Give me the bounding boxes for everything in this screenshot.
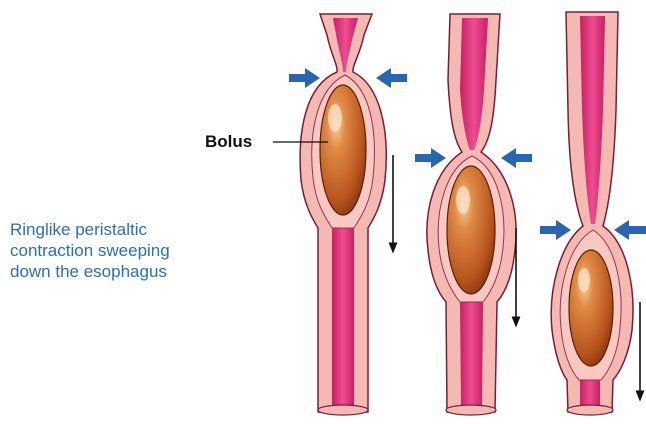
esophagus-stage-3 xyxy=(540,12,646,415)
bolus xyxy=(447,166,495,294)
bolus xyxy=(320,85,366,215)
esophagus-stage-2 xyxy=(415,14,532,415)
caption-line: contraction sweeping xyxy=(10,240,240,261)
bolus-label: Bolus xyxy=(205,132,252,152)
caption-line: down the esophagus xyxy=(10,261,240,282)
peristalsis-caption: Ringlike peristaltic contraction sweepin… xyxy=(10,219,240,282)
caption-line: Ringlike peristaltic xyxy=(10,219,240,240)
esophagus-stage-1 xyxy=(289,14,407,415)
bolus xyxy=(569,250,613,366)
